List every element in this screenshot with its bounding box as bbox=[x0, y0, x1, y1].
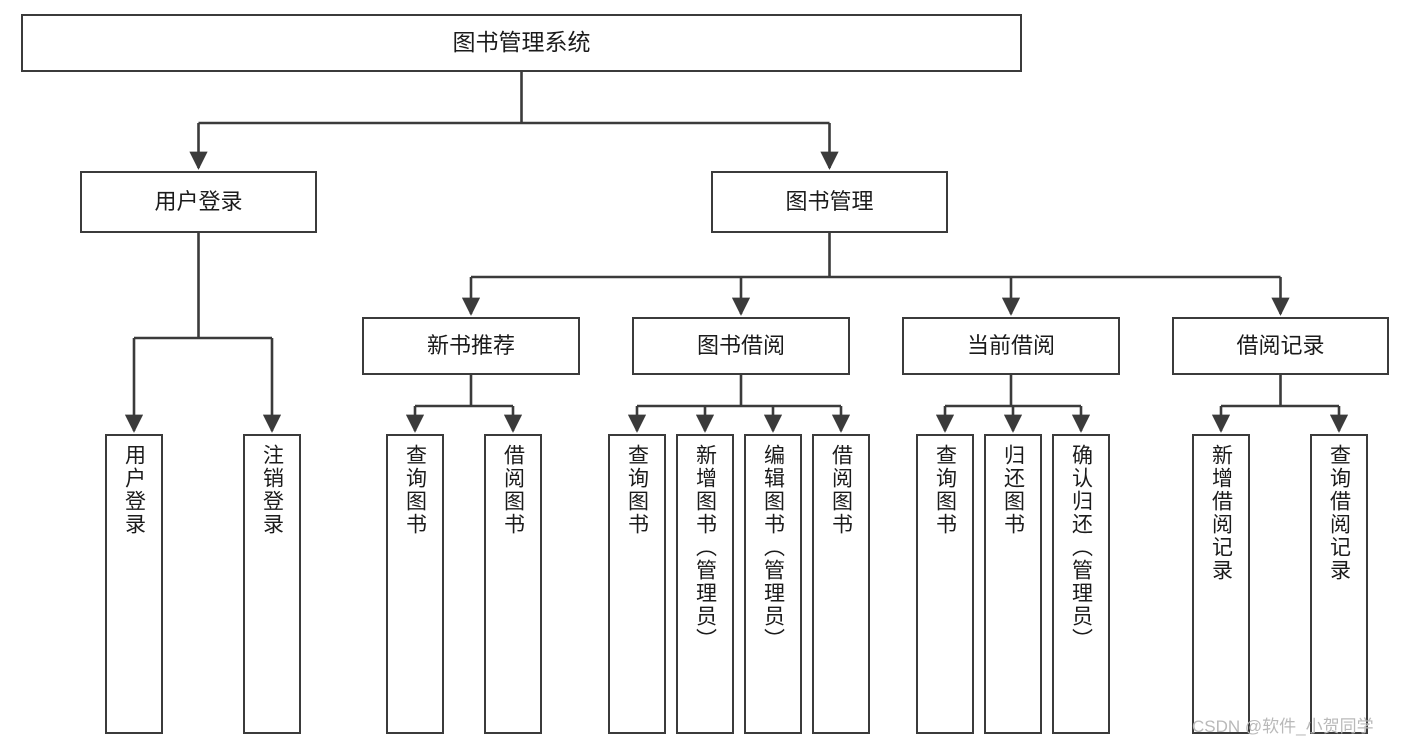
node-label: 查询图书 bbox=[403, 444, 427, 536]
node-book-manage[interactable]: 图书管理 bbox=[711, 171, 948, 233]
watermark: CSDN @软件_小贺同学 bbox=[1192, 717, 1374, 736]
node-label: 借阅记录 bbox=[1236, 332, 1325, 358]
node-leaf-cur-query[interactable]: 查询图书 bbox=[916, 434, 974, 734]
node-leaf-borrow-lend[interactable]: 借阅图书 bbox=[812, 434, 870, 734]
edges bbox=[124, 72, 1349, 433]
node-label: 查询借阅记录 bbox=[1327, 444, 1351, 582]
node-leaf-rec-add[interactable]: 新增借阅记录 bbox=[1192, 434, 1250, 734]
node-leaf-borrow-query[interactable]: 查询图书 bbox=[608, 434, 666, 734]
node-label: 用户登录 bbox=[154, 188, 243, 214]
node-user-login[interactable]: 用户登录 bbox=[80, 171, 317, 233]
node-book-borrow[interactable]: 图书借阅 bbox=[632, 317, 850, 375]
node-label: 注销登录 bbox=[260, 444, 284, 536]
node-label: 借阅图书 bbox=[829, 444, 853, 536]
node-leaf-user-logout[interactable]: 注销登录 bbox=[243, 434, 301, 734]
node-borrow-record[interactable]: 借阅记录 bbox=[1172, 317, 1389, 375]
node-label: 新增图书（管理员） bbox=[693, 444, 717, 651]
node-label: 当前借阅 bbox=[966, 332, 1055, 358]
node-label: 用户登录 bbox=[122, 444, 146, 536]
node-label: 图书管理 bbox=[785, 188, 874, 214]
node-label: 查询图书 bbox=[933, 444, 957, 536]
node-leaf-rec-search[interactable]: 查询借阅记录 bbox=[1310, 434, 1368, 734]
node-label: 借阅图书 bbox=[501, 444, 525, 536]
node-leaf-rec-borrow[interactable]: 借阅图书 bbox=[484, 434, 542, 734]
node-leaf-cur-confirm[interactable]: 确认归还（管理员） bbox=[1052, 434, 1110, 734]
node-label: 图书管理系统 bbox=[452, 29, 591, 56]
node-leaf-borrow-add[interactable]: 新增图书（管理员） bbox=[676, 434, 734, 734]
node-label: 查询图书 bbox=[625, 444, 649, 536]
node-label: 确认归还（管理员） bbox=[1069, 444, 1093, 651]
node-leaf-borrow-edit[interactable]: 编辑图书（管理员） bbox=[744, 434, 802, 734]
node-leaf-user-login[interactable]: 用户登录 bbox=[105, 434, 163, 734]
node-label: 编辑图书（管理员） bbox=[761, 444, 785, 651]
node-current-borrow[interactable]: 当前借阅 bbox=[902, 317, 1120, 375]
node-label: 新书推荐 bbox=[426, 332, 515, 358]
node-label: 归还图书 bbox=[1001, 444, 1025, 536]
node-root[interactable]: 图书管理系统 bbox=[21, 14, 1022, 72]
node-label: 新增借阅记录 bbox=[1209, 444, 1233, 582]
node-leaf-cur-return[interactable]: 归还图书 bbox=[984, 434, 1042, 734]
node-label: 图书借阅 bbox=[696, 332, 785, 358]
node-new-book-rec[interactable]: 新书推荐 bbox=[362, 317, 580, 375]
node-leaf-rec-query[interactable]: 查询图书 bbox=[386, 434, 444, 734]
